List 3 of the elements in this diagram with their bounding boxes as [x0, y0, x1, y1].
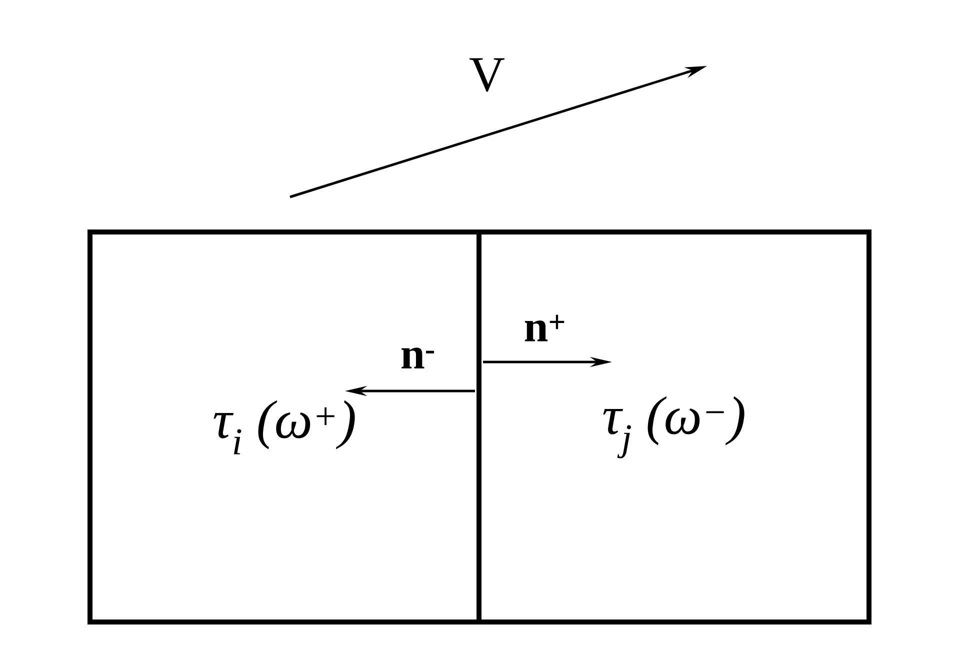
vector-label: n$^{-}$ [402, 348, 434, 368]
vector-label: V [470, 58, 504, 92]
vector-label: n$^{+}$ [524, 314, 564, 342]
